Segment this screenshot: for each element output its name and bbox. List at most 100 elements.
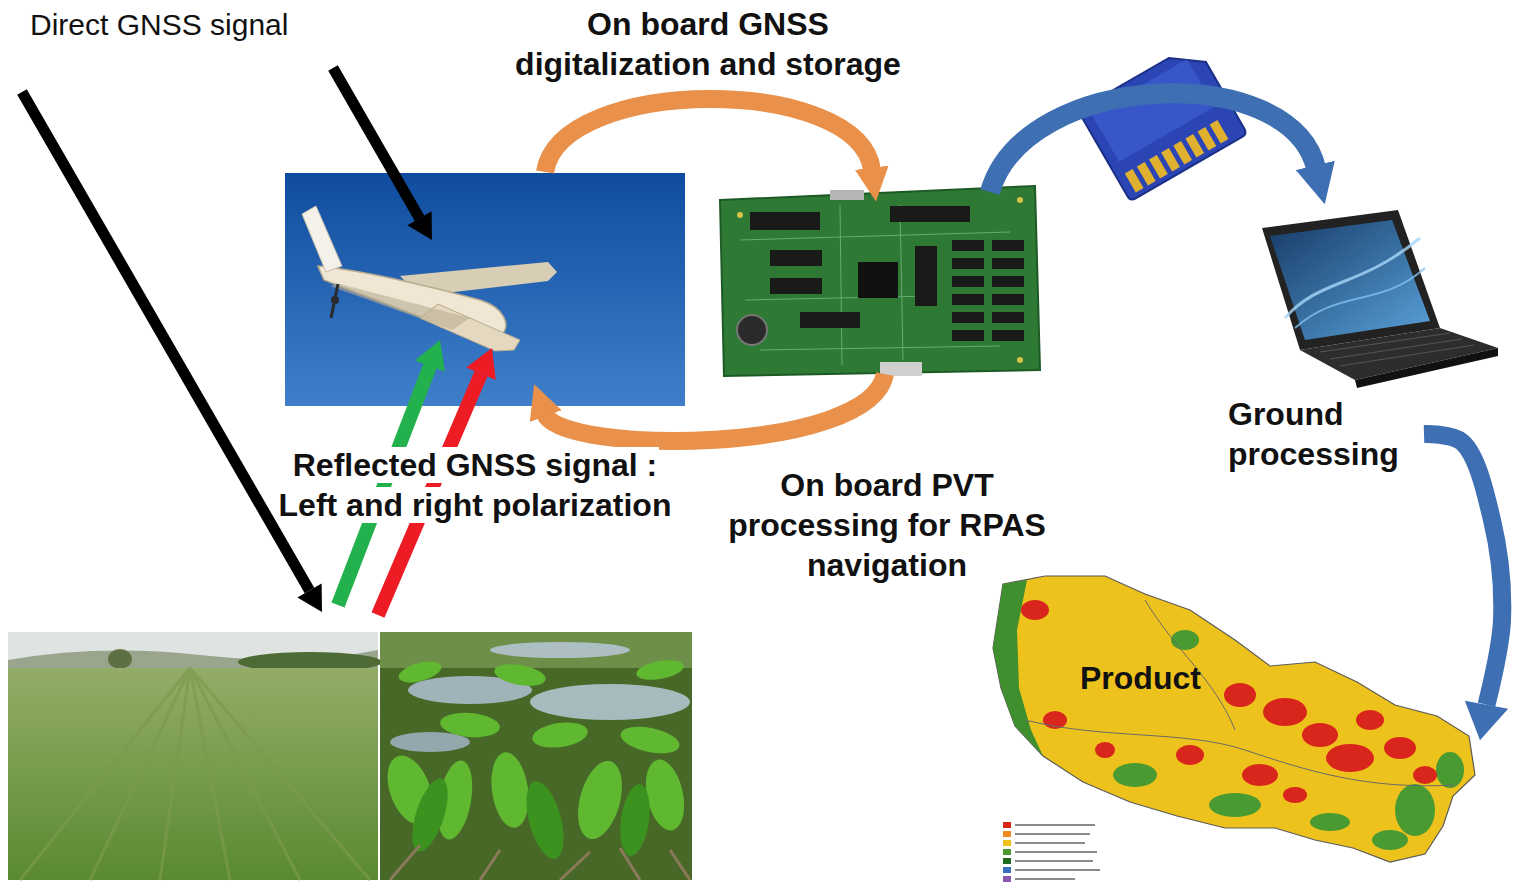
circuit-board <box>952 330 984 341</box>
region-map <box>1310 813 1350 831</box>
sd-card <box>1092 59 1215 162</box>
wetland-photo <box>487 750 533 830</box>
node-text: Ground processing <box>1228 394 1418 474</box>
wetland-photo <box>490 642 630 658</box>
flow-arrow <box>1424 434 1508 740</box>
circuit-board <box>952 276 984 287</box>
region-map <box>1224 683 1256 707</box>
grass-field-photo <box>90 668 190 880</box>
region-map <box>1209 793 1261 817</box>
circuit-board <box>952 258 984 269</box>
wetland-photo <box>390 845 420 880</box>
circuit-board <box>740 232 1010 240</box>
circuit-board <box>1017 197 1023 203</box>
wetland-photo <box>519 777 571 863</box>
sd-card <box>1210 120 1229 144</box>
map-legend-swatches <box>1003 822 1011 828</box>
region-map <box>1283 787 1307 803</box>
wetland-photo <box>380 632 692 880</box>
wetland-photo <box>620 848 640 880</box>
transfer-arrow <box>990 93 1316 192</box>
laptop <box>1295 268 1425 328</box>
wetland-photo <box>379 632 692 880</box>
drone-photo <box>285 173 685 406</box>
circuit-board <box>800 312 860 328</box>
region-map <box>985 570 1480 888</box>
wetland-photo <box>380 632 692 880</box>
wetland-photo <box>405 775 455 856</box>
grass-field-photo <box>20 668 190 880</box>
circuit-board <box>890 206 970 222</box>
process-label-block: On board GNSS digitalization and storage <box>498 4 918 84</box>
map-legend-swatches <box>1003 822 1100 882</box>
navigation-loop-arrow <box>545 374 885 441</box>
circuit-board <box>840 205 842 365</box>
map-legend-swatches <box>1015 825 1100 879</box>
circuit-board <box>992 240 1024 251</box>
circuit-board <box>952 294 984 305</box>
wetland-photo <box>531 719 590 751</box>
circuit-board <box>992 276 1024 287</box>
region-map <box>1025 600 1455 786</box>
node-text: Product <box>1080 658 1201 698</box>
wetland-photo <box>635 657 685 683</box>
laptop <box>1262 210 1440 350</box>
circuit-board <box>770 278 822 294</box>
wetland-photo <box>618 722 682 758</box>
direct-signal-arrow <box>22 92 322 612</box>
circuit-board <box>830 190 864 200</box>
region-map <box>993 576 1475 862</box>
wetland-photo <box>530 684 690 720</box>
grass-field-photo <box>108 649 132 669</box>
direct-signal-arrow <box>333 68 432 240</box>
wetland-photo <box>670 850 690 880</box>
map-legend-swatches <box>1003 876 1011 882</box>
circuit-board <box>770 250 822 266</box>
grass-field-photo <box>160 668 190 880</box>
drone-photo <box>330 284 470 330</box>
circuit-board <box>737 197 1023 363</box>
region-map <box>1021 600 1437 803</box>
drone-photo <box>285 173 685 406</box>
circuit-board <box>952 240 1024 341</box>
flow-arrow-line <box>1424 434 1502 705</box>
map-legend-swatches <box>1015 860 1093 862</box>
circuit-board <box>720 186 1040 376</box>
sd-card <box>1078 43 1247 201</box>
sd-card <box>1078 43 1247 201</box>
region-map <box>1302 723 1338 747</box>
region-map <box>1263 698 1307 726</box>
region-map <box>1413 766 1437 784</box>
circuit-board <box>915 246 937 306</box>
map-legend-swatches <box>1015 824 1095 826</box>
circuit-board <box>952 312 984 323</box>
circuit-board <box>992 330 1024 341</box>
wetland-photo <box>396 658 443 687</box>
drone-photo <box>331 284 338 318</box>
grass-field-photo <box>190 668 300 880</box>
region-map <box>1176 745 1204 765</box>
ground-processing-box: Ground processing <box>1222 390 1424 478</box>
map-legend-swatches <box>1015 842 1085 844</box>
map-legend-swatches <box>1015 878 1075 880</box>
signal-label: Direct GNSS signal <box>28 8 290 41</box>
region-map <box>1095 742 1115 758</box>
wetland-photo <box>405 775 654 863</box>
grass-field-photo <box>20 668 370 880</box>
circuit-board <box>720 186 1040 376</box>
direct-signal-arrow <box>333 68 420 218</box>
direct-signal-arrow <box>297 583 322 612</box>
drone-photo <box>302 206 557 351</box>
wetland-photo <box>493 661 548 690</box>
map-legend-swatches <box>1003 831 1011 837</box>
grass-field-photo <box>190 668 230 880</box>
circuit-board <box>740 205 1010 365</box>
right-polarization-arrow <box>466 348 495 380</box>
map-legend-swatches <box>1015 833 1090 835</box>
circuit-board <box>952 240 984 251</box>
laptop <box>1270 220 1430 340</box>
drone-photo <box>302 206 342 272</box>
region-map <box>1326 744 1374 772</box>
wetland-photo <box>560 852 590 880</box>
circuit-board <box>750 212 820 230</box>
